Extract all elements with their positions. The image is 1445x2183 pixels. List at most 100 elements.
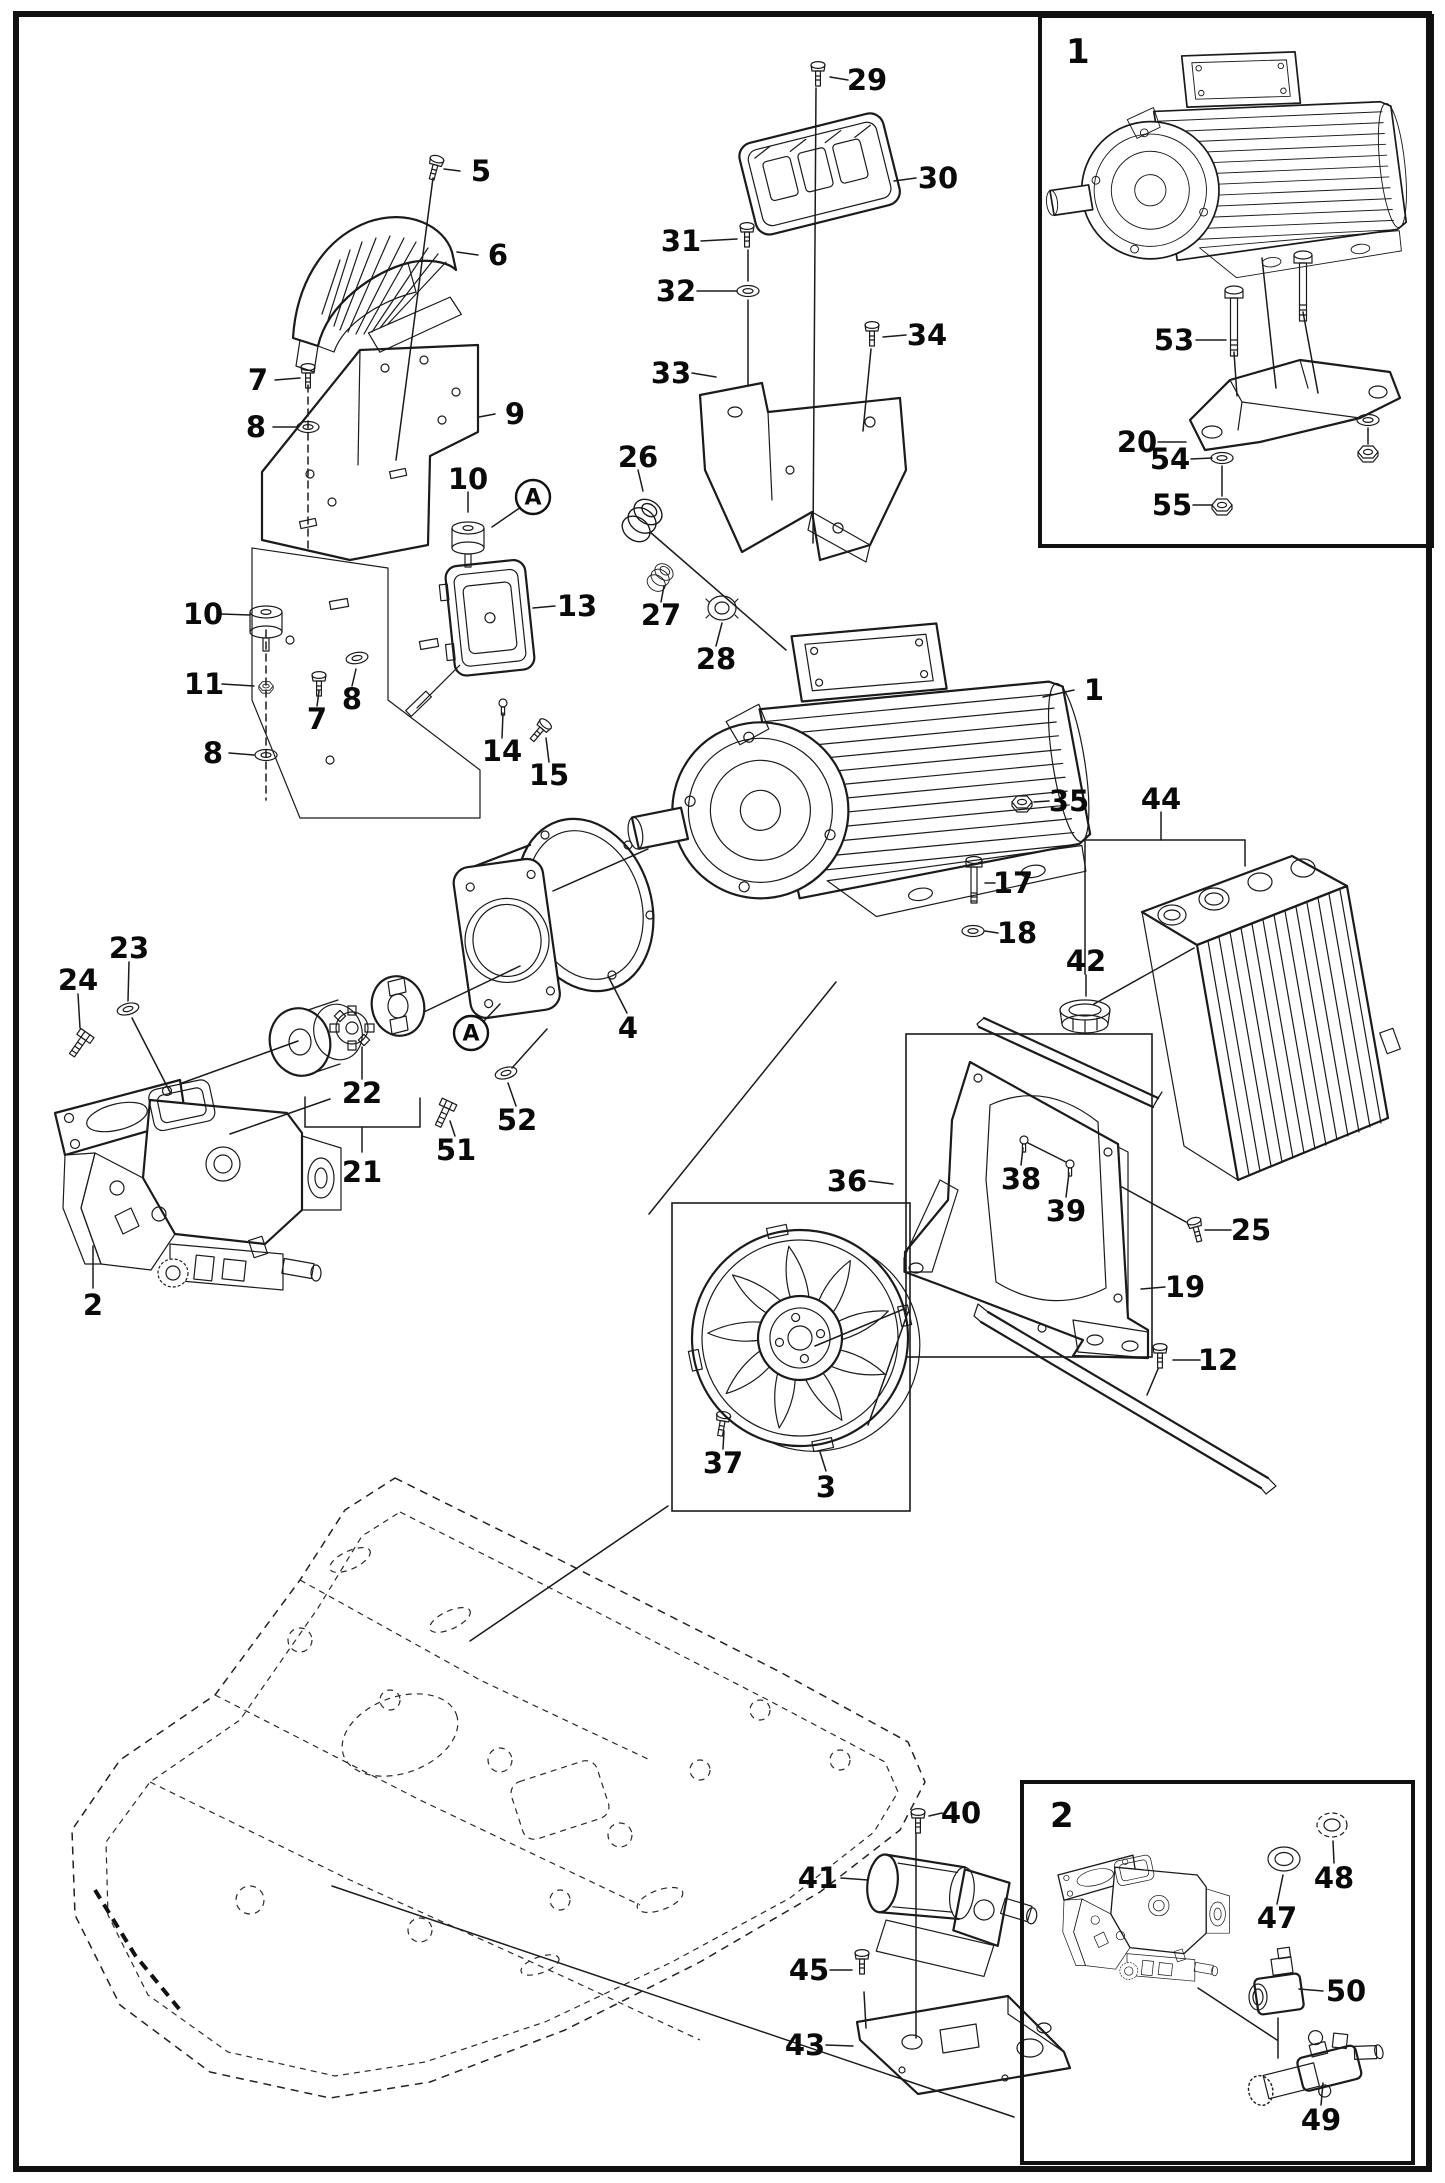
leader-line [691, 372, 717, 378]
part-label-36: 36 [827, 1164, 867, 1198]
leader-line [1027, 1142, 1067, 1163]
part-label-20: 20 [1117, 425, 1157, 459]
reference-marker-circle [452, 1014, 490, 1052]
leader-line [1302, 311, 1319, 394]
leader-line [812, 87, 817, 544]
part-label-39: 39 [1046, 1194, 1086, 1228]
leader-line [77, 993, 81, 1029]
part-label-10: 10 [183, 597, 223, 631]
leader-line [1332, 1840, 1335, 1864]
leader-line [660, 585, 665, 603]
leader-line [1276, 1874, 1284, 1905]
leader-line [1146, 1368, 1159, 1396]
part-label-52: 52 [497, 1103, 537, 1137]
leader-line [351, 668, 357, 687]
leader-line [1320, 2082, 1324, 2106]
leader-line [221, 683, 255, 687]
part-label-35: 35 [1049, 784, 1089, 818]
part-label-17: 17 [993, 866, 1033, 900]
part-label-54: 54 [1150, 442, 1190, 476]
part-label-47: 47 [1257, 1901, 1297, 1935]
leader-line [1121, 1186, 1187, 1223]
inset-frames-layer: 12 [1020, 14, 1434, 2165]
leader-line [449, 1120, 456, 1137]
part-label-7: 7 [307, 702, 327, 736]
leader-line [1298, 1988, 1324, 1992]
part-label-44: 44 [1141, 782, 1181, 816]
part-label-26: 26 [618, 440, 658, 474]
leader-lines-layer [77, 76, 1369, 2118]
leader-line [331, 1885, 1015, 2118]
leader-line [131, 1017, 172, 1095]
leader-line [984, 930, 999, 934]
part-label-28: 28 [696, 642, 736, 676]
leader-line [648, 981, 837, 1215]
part-label-32: 32 [656, 274, 696, 308]
leader-line [491, 506, 522, 528]
part-label-21: 21 [342, 1155, 382, 1189]
part-label-51: 51 [436, 1133, 476, 1167]
leader-line [532, 605, 556, 609]
leader-line [715, 622, 723, 647]
leader-line [220, 613, 251, 616]
part-label-50: 50 [1326, 1974, 1366, 2008]
part-label-55: 55 [1152, 488, 1192, 522]
part-label-7: 7 [248, 363, 268, 397]
leader-line [700, 238, 738, 242]
part-label-42: 42 [1066, 944, 1106, 978]
leader-line [1033, 800, 1050, 803]
part-label-25: 25 [1231, 1213, 1271, 1247]
leader-line [863, 1991, 867, 2029]
part-label-18: 18 [997, 916, 1037, 950]
part-label-53: 53 [1154, 323, 1194, 357]
leader-line [868, 1180, 894, 1185]
part-label-12: 12 [1198, 1343, 1238, 1377]
leader-line [1190, 457, 1213, 460]
part-label-23: 23 [109, 931, 149, 965]
control-box [405, 558, 536, 717]
part-label-14: 14 [482, 734, 522, 768]
part-label-2: 2 [83, 1288, 103, 1322]
leader-line [483, 1003, 501, 1022]
inset-2-box [1020, 1780, 1415, 2165]
part-label-27: 27 [641, 598, 681, 632]
inset-2-label: 2 [1050, 1796, 1074, 1836]
pump-mount-plate [855, 1994, 1072, 2096]
part-label-1: 1 [1084, 673, 1104, 707]
solenoid-coil [1248, 1946, 1305, 2016]
part-label-31: 31 [661, 224, 701, 258]
part-label-19: 19 [1165, 1270, 1205, 1304]
leader-line [181, 1040, 299, 1084]
rubber-pad [738, 112, 901, 236]
leader-line [637, 469, 644, 492]
leader-line [552, 848, 649, 892]
leader-line [722, 1430, 725, 1450]
part-label-24: 24 [58, 963, 98, 997]
leader-line [814, 1308, 905, 1347]
leader-line [819, 1451, 827, 1472]
part-label-15: 15 [529, 758, 569, 792]
mounting-plate [251, 343, 481, 819]
support-bracket [698, 381, 908, 563]
leader-line [229, 1098, 331, 1135]
leader-line [511, 1028, 548, 1069]
leader-line [840, 1877, 869, 1881]
leader-line [127, 961, 130, 1002]
page-border [13, 11, 1432, 2172]
leader-line [1065, 1172, 1070, 1198]
leader-line [607, 975, 628, 1014]
part-label-43: 43 [785, 2028, 825, 2062]
leader-line [501, 712, 504, 739]
inset1-motor-assembly [1031, 33, 1416, 452]
shaft-coupling [268, 975, 426, 1077]
part-label-49: 49 [1301, 2103, 1341, 2137]
part-label-6: 6 [488, 238, 508, 272]
leader-line [829, 76, 849, 81]
part-label-4: 4 [618, 1011, 638, 1045]
leader-line [867, 1311, 909, 1426]
chassis-baseplate-outline [71, 1477, 926, 2099]
leader-line [469, 1505, 669, 1642]
leader-line [443, 168, 461, 172]
